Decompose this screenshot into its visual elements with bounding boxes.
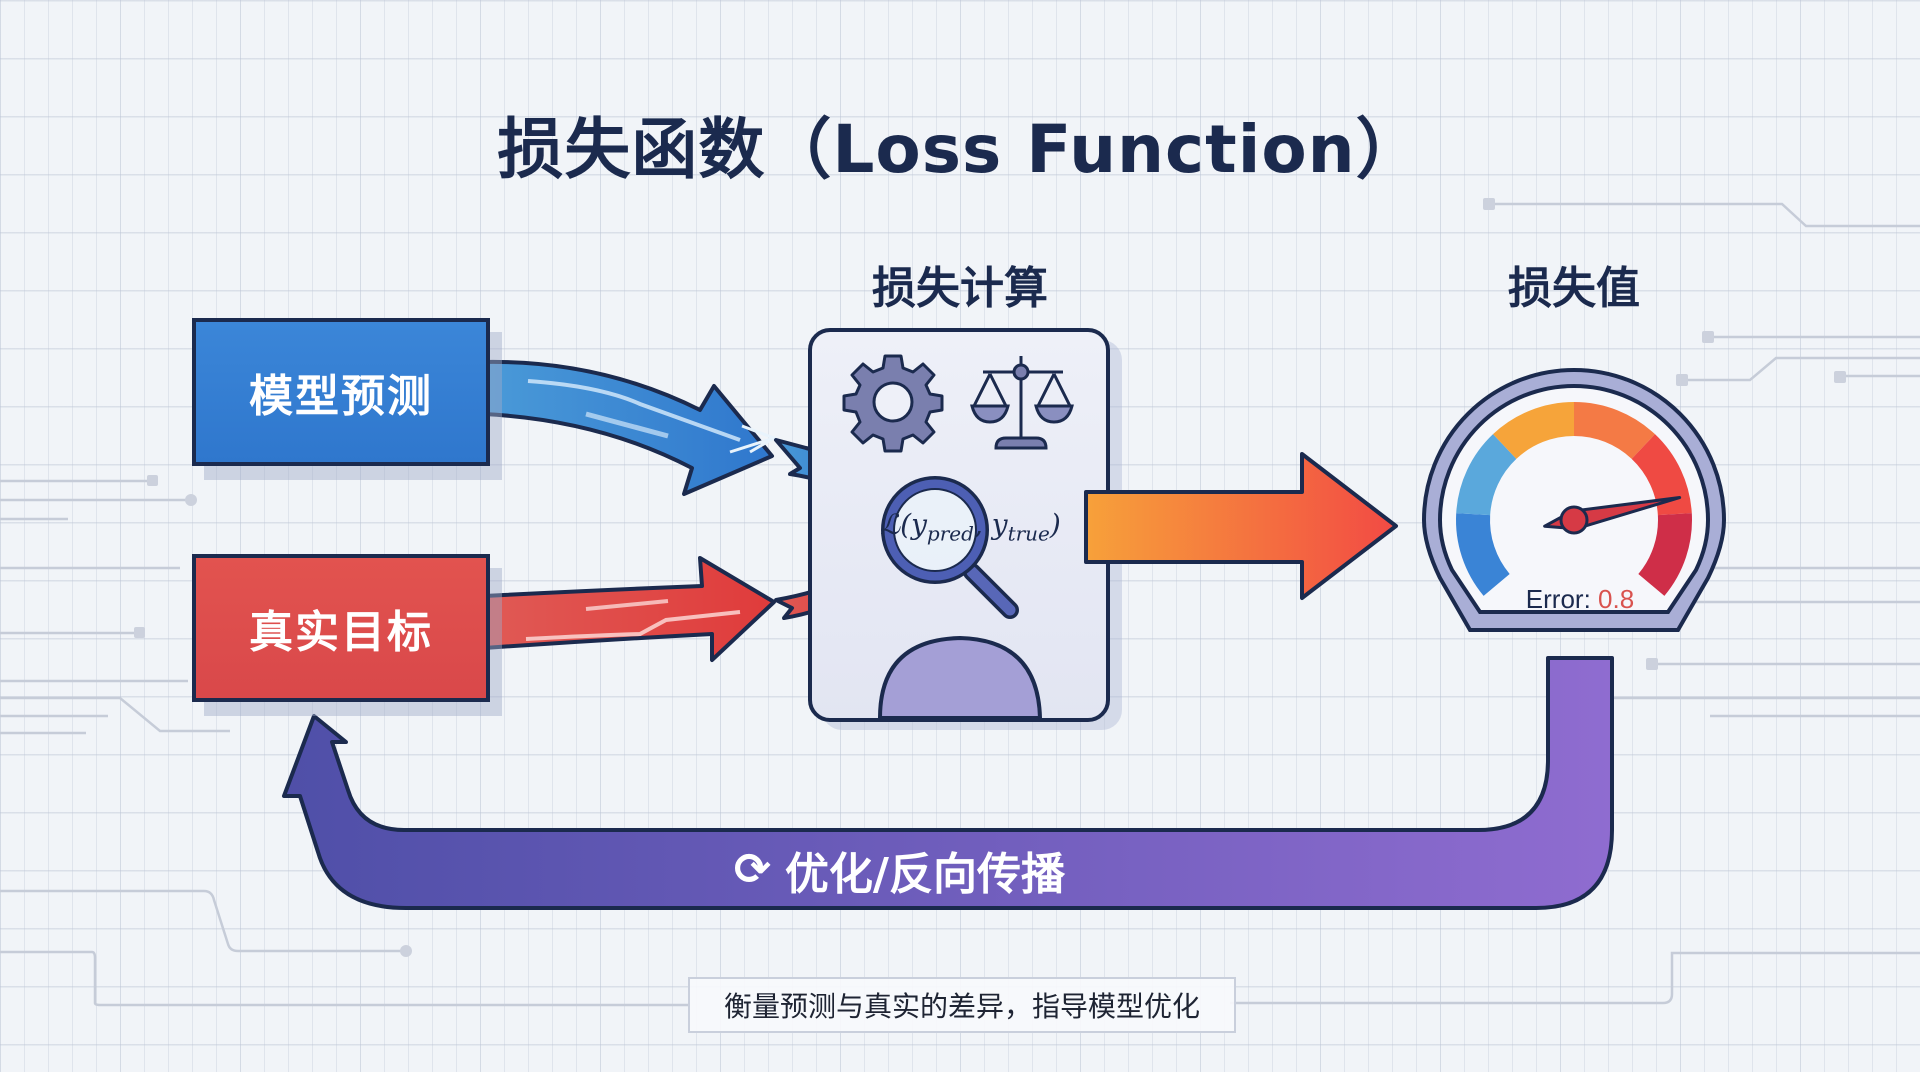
gauge-segment [1638,513,1692,596]
error-readout: Error: 0.8 [1500,584,1660,615]
loss-calculation-label: 损失计算 [872,263,1048,314]
balance-scale-icon [970,356,1074,450]
gauge-segment [1493,402,1574,459]
feedback-loop-arrow [282,656,1614,910]
error-label: Error: [1525,584,1599,614]
output-arrow [1084,452,1398,600]
page-title: 损失函数（Loss Function） [497,111,1423,188]
error-gauge [1421,368,1727,632]
y-pred-subscript: pred [926,521,974,546]
gauge-needle [1543,496,1682,535]
error-value: 0.8 [1598,584,1635,614]
gauge-segment [1631,434,1692,516]
loss-formula: ℒ(ypred, ytrue) [880,508,1100,546]
formula-separator: , [973,508,992,541]
person-silhouette-icon [877,635,1043,720]
gauge-segments [1456,402,1692,596]
caption-box: 衡量预测与真实的差异，指导模型优化 [688,977,1236,1033]
gauge-segment [1456,513,1510,596]
gauge-hub [1559,505,1589,535]
model-prediction-label: 模型预测 [249,371,433,422]
gear-icon [842,354,944,453]
optimization-backprop-label: 优化/反向传播 [784,849,1065,900]
y-pred: y [911,508,927,541]
y-true: y [991,508,1008,541]
feedback-loop-label: ⟳ 优化/反向传播 [734,838,1065,902]
true-target-box: 真实目标 [192,554,490,702]
true-target-label: 真实目标 [249,607,433,658]
gauge-segment [1574,402,1655,459]
y-true-subscript: true [1007,521,1050,546]
gauge-segment [1456,434,1517,516]
model-prediction-box: 模型预测 [192,318,490,466]
formula-close: ) [1049,508,1061,541]
loss-value-label: 损失值 [1508,263,1640,314]
refresh-icon: ⟳ [734,844,771,895]
magnifier-icon [881,476,1019,619]
caption-text: 衡量预测与真实的差异，指导模型优化 [723,990,1200,1023]
loss-symbol: ℒ( [880,508,912,541]
